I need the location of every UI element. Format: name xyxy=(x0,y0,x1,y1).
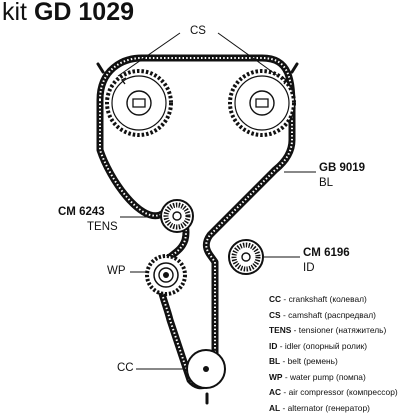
label-idler-code: CM 6196 xyxy=(303,247,350,259)
kit-title: kit GD 1029 xyxy=(2,0,134,26)
idler-pulley xyxy=(228,239,264,275)
kit-code: GD 1029 xyxy=(33,0,135,26)
leader-lines xyxy=(120,171,316,370)
legend-row: CS - camshaft (распредвал) xyxy=(269,309,376,320)
label-cc: CC xyxy=(117,362,134,374)
legend-row: AC - air compressor (компрессор) xyxy=(269,387,398,397)
camshaft-pulley-left xyxy=(105,69,173,137)
kit-label: kit xyxy=(2,0,27,26)
label-idler-name: ID xyxy=(303,262,315,274)
tensioner-pulley xyxy=(160,199,194,233)
label-tensioner-code: CM 6243 xyxy=(58,206,105,218)
crankshaft-pulley xyxy=(186,349,226,389)
legend: CC - crankshaft (колевал) CS - camshaft … xyxy=(269,292,398,416)
water-pump-pulley xyxy=(145,254,187,296)
label-cs: CS xyxy=(190,25,206,37)
camshaft-pulley-right xyxy=(228,69,296,137)
legend-row: AL - alternator (генератор) xyxy=(269,402,370,413)
legend-row: WP - water pump (помпа) xyxy=(269,371,366,382)
cs-callout-lines xyxy=(117,32,279,77)
label-tensioner-name: TENS xyxy=(87,221,118,233)
timing-marks xyxy=(96,62,299,405)
label-wp: WP xyxy=(107,265,126,277)
legend-row: CC - crankshaft (колевал) xyxy=(269,294,367,304)
label-belt-name: BL xyxy=(319,177,334,189)
label-belt-code: GB 9019 xyxy=(319,162,366,174)
legend-row: ID - idler (опорный ролик) xyxy=(269,340,368,351)
legend-row: BL - belt (ремень) xyxy=(269,356,338,366)
legend-row: TENS - tensioner (натяжитель) xyxy=(269,325,387,335)
